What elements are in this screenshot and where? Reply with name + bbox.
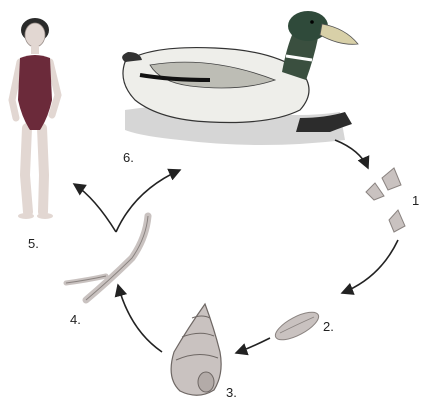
label-snail-stage: 3. <box>226 385 237 400</box>
arrow-miracidium-to-snail <box>236 338 270 353</box>
human-figure-icon <box>12 18 58 219</box>
mallard-duck-icon <box>122 11 358 145</box>
label-cercaria-stage: 4. <box>70 312 81 327</box>
arrow-snail-to-cercaria <box>118 285 162 352</box>
arrow-duck-to-eggs <box>335 140 368 168</box>
label-egg-stage: 1 <box>412 193 419 208</box>
snail-shell-icon <box>171 304 221 395</box>
label-human-stage: 5. <box>28 236 39 251</box>
label-miracidium-stage: 2. <box>323 319 334 334</box>
cercaria-stage-icon <box>66 216 148 300</box>
cycle-arrows <box>74 140 398 353</box>
label-duck-stage: 6. <box>123 150 134 165</box>
arrow-eggs-to-miracidium <box>342 240 398 293</box>
arrow-cercaria-to-human <box>74 184 116 232</box>
egg-stage-icon <box>366 168 405 232</box>
miracidium-stage-icon <box>272 307 323 345</box>
